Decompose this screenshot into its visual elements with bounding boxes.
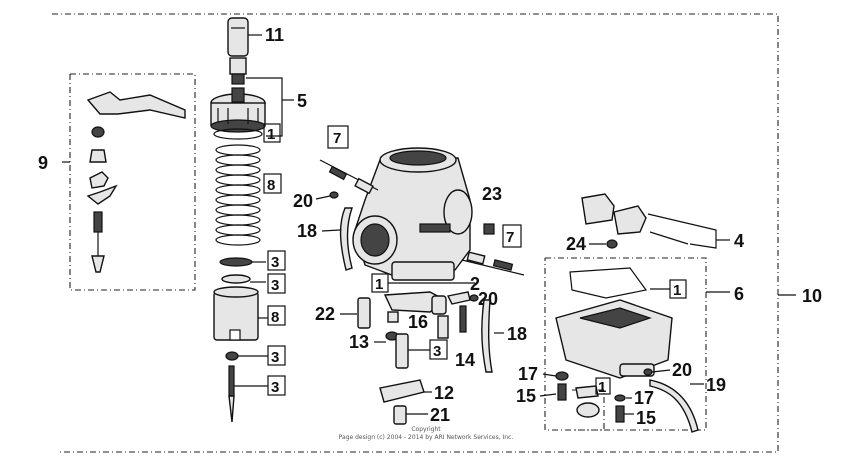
box-3c: [267, 345, 286, 366]
callout-2: 2: [470, 274, 480, 294]
top-gasket: [213, 128, 263, 140]
callout-23: 23: [482, 184, 502, 204]
retainer: [221, 274, 251, 284]
vent-hose-left: [339, 207, 353, 271]
callout-15-right: 15: [636, 408, 656, 428]
carburetor-top: [210, 87, 266, 133]
callout-1-drain: 1: [598, 379, 606, 396]
box-8b: [267, 305, 286, 326]
callout-3-c: 3: [271, 349, 279, 366]
box-3a: [267, 250, 286, 271]
callout-3-b: 3: [271, 277, 279, 294]
float: [379, 379, 425, 403]
throttle-slide: [213, 286, 259, 341]
callout-18-left: 18: [297, 221, 317, 241]
screw-15-left: [557, 383, 567, 401]
needle-clip: [225, 351, 239, 361]
float-valve: [431, 295, 447, 315]
callout-15-left: 15: [516, 386, 536, 406]
float-pin: [446, 291, 471, 305]
screw-14: [459, 305, 467, 333]
drain-plug: [393, 405, 407, 425]
choke-lever-parts: [86, 91, 186, 273]
main-jet: [395, 333, 409, 369]
hose-clip-left: [329, 191, 339, 199]
box-3d: [267, 375, 286, 396]
washer-17-right: [614, 394, 626, 402]
screw-15-right: [615, 405, 625, 423]
callout-20-left: 20: [293, 191, 313, 211]
callout-12: 12: [434, 383, 454, 403]
washer-17-left: [555, 371, 569, 381]
hose-clip-mid: [469, 294, 479, 302]
vent-hose-right: [481, 299, 493, 373]
callout-10: 10: [802, 286, 822, 306]
box-3b: [267, 273, 286, 294]
screw-23: [483, 223, 495, 235]
callout-20-right: 20: [672, 360, 692, 380]
needle-jet: [437, 315, 449, 339]
copyright-line-1: Copyright: [411, 426, 441, 433]
pilot-screw-set-lower: [461, 251, 525, 276]
cable-adjuster: [227, 17, 249, 85]
box-3e: [429, 339, 448, 360]
jet-needle: [228, 365, 235, 423]
callout-13: 13: [349, 332, 369, 352]
drain-hose: [649, 379, 699, 433]
callout-8-spring: 8: [267, 177, 275, 194]
box-7a: [327, 125, 349, 149]
callout-22: 22: [315, 304, 335, 324]
washer-24: [606, 239, 618, 249]
callout-3-d: 3: [271, 379, 279, 396]
callout-3-a: 3: [271, 254, 279, 271]
pilot-screw-set-upper: [319, 159, 379, 195]
float-bowl-frame: [544, 257, 707, 431]
callout-14: 14: [455, 350, 475, 370]
callout-17-right: 17: [634, 388, 654, 408]
group-9-frame: [69, 73, 196, 291]
drain-cap: [576, 402, 600, 418]
callout-19: 19: [706, 375, 726, 395]
callout-5: 5: [297, 91, 307, 111]
hose-clip-right: [643, 368, 653, 376]
bowl-gasket: [569, 267, 648, 299]
drain-gasket: [575, 385, 599, 399]
callout-11: 11: [265, 25, 284, 45]
assembly-frame: [52, 13, 779, 453]
callout-3-e: 3: [433, 343, 441, 360]
callout-24: 24: [566, 234, 586, 254]
callout-21: 21: [430, 405, 450, 425]
box-1d: [595, 377, 611, 395]
carburetor-body: [352, 147, 473, 281]
float-pair: [581, 193, 689, 245]
main-jet-holder: [357, 297, 371, 329]
callout-16: 16: [408, 312, 428, 332]
callout-1-bowl: 1: [673, 282, 681, 299]
callout-8-slide: 8: [271, 309, 279, 326]
callout-9: 9: [38, 153, 48, 173]
callout-1-body: 1: [375, 276, 383, 293]
copyright-line-2: Page design (c) 2004 - 2014 by ARI Netwo…: [339, 434, 514, 441]
callout-17-left: 17: [518, 364, 538, 384]
pilot-jet: [387, 311, 399, 323]
callout-7-upper: 7: [333, 130, 341, 147]
throttle-spring: [215, 144, 261, 246]
callout-1-top: 1: [267, 126, 275, 143]
box-7b: [502, 224, 522, 248]
callout-18-right: 18: [507, 324, 527, 344]
callout-4: 4: [734, 231, 744, 251]
callout-6: 6: [734, 284, 744, 304]
float-bowl: [555, 299, 673, 379]
box-1a: [263, 123, 281, 143]
box-8a: [263, 173, 282, 194]
needle-clip-plate: [219, 257, 253, 267]
callout-7-lower: 7: [506, 229, 514, 246]
